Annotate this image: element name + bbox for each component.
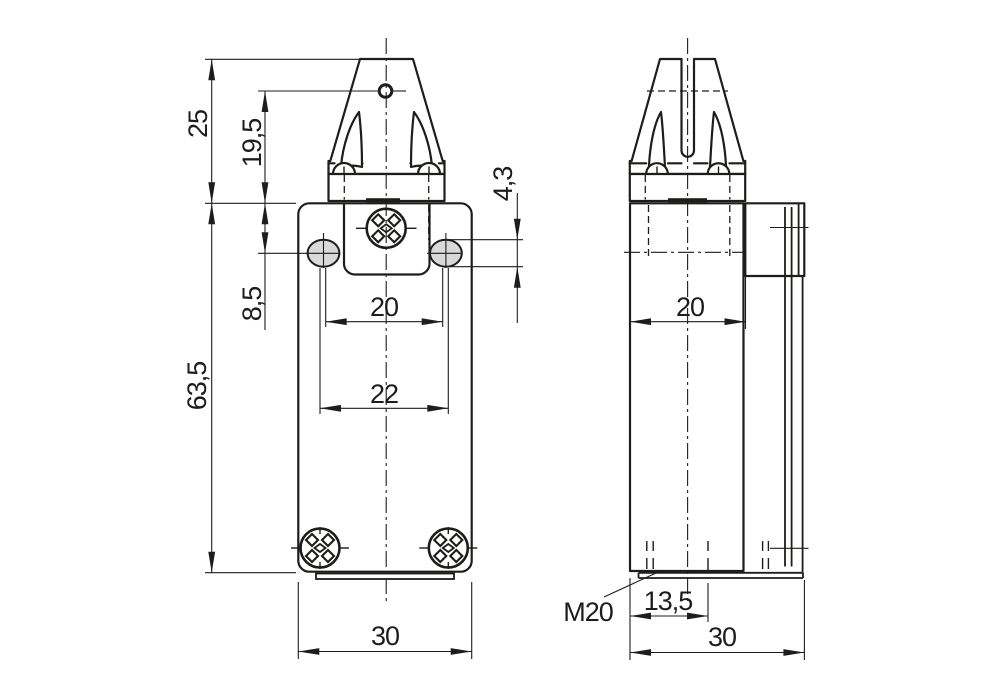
dim-25-label: 25	[183, 110, 213, 138]
dim-20-side-label: 20	[676, 292, 704, 322]
side-body	[628, 202, 809, 579]
side-dimensions: 20 13,5 30 M20	[563, 277, 805, 660]
centerlines	[385, 38, 689, 603]
side-head-flange	[744, 202, 806, 278]
dim-63-5-label: 63,5	[182, 362, 212, 411]
pozidriv-screw-icon	[299, 527, 341, 569]
dim-13-5-label: 13,5	[644, 586, 693, 616]
dim-8-5-label: 8,5	[237, 287, 267, 322]
front-head-hole	[377, 83, 394, 99]
dim-30-side-label: 30	[708, 622, 736, 652]
side-hidden-edges	[624, 175, 744, 258]
pozidriv-screw-icon	[427, 527, 470, 569]
dim-19-5-label: 19,5	[237, 119, 267, 168]
dim-30-front-label: 30	[371, 621, 399, 651]
dim-22-label: 22	[370, 379, 398, 409]
front-base-plate	[315, 572, 455, 580]
dim-4-3-label: 4,3	[488, 167, 518, 202]
dim-20-front-label: 20	[370, 292, 398, 322]
side-head-outline	[628, 57, 747, 176]
front-dimensions: 25 19,5 8,5 63,5 4,3 20 22 30	[182, 58, 523, 659]
front-hidden-edges	[343, 175, 430, 240]
front-body	[297, 202, 473, 580]
cable-entry-thread-marks	[646, 541, 809, 570]
m20-leader-line	[603, 572, 657, 598]
side-base-plate	[637, 571, 804, 579]
front-screws	[291, 207, 478, 569]
front-view	[291, 57, 478, 580]
front-band-mark	[366, 198, 400, 203]
front-head-outline	[327, 57, 446, 176]
thread-m20-label: M20	[563, 597, 613, 627]
